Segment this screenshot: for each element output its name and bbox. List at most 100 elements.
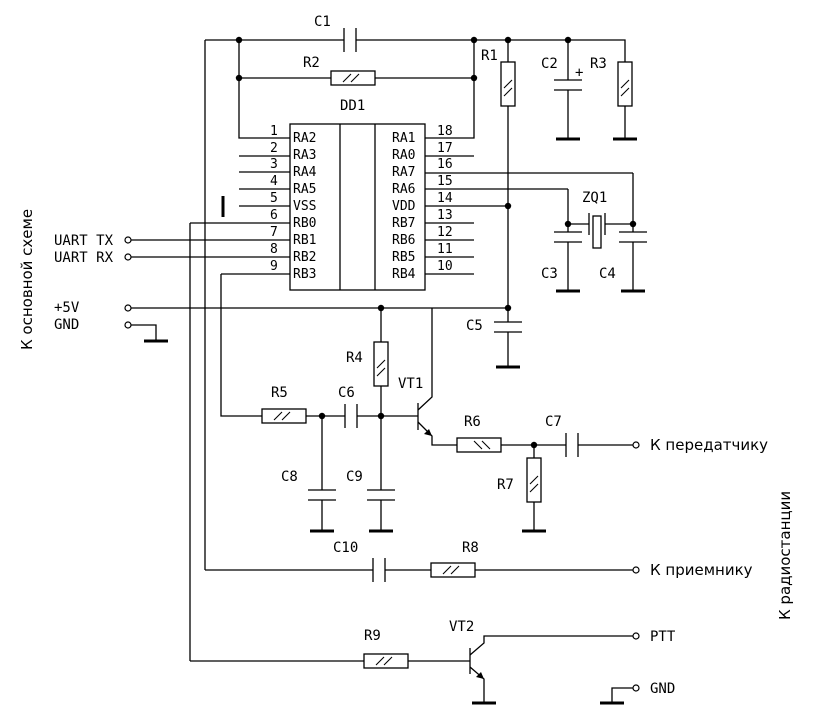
label-to-transmitter: К передатчику	[650, 436, 768, 454]
resistor-r6	[456, 437, 566, 453]
pin-2-name: RA3	[293, 148, 316, 163]
label-r7: R7	[497, 477, 514, 493]
pin-10-num: 10	[437, 259, 453, 274]
pin-10-name: RB4	[392, 267, 416, 282]
capacitor-c5	[494, 308, 522, 369]
terminal-uart-rx[interactable]	[124, 253, 132, 261]
receiver-path	[205, 558, 633, 582]
pin-3-name: RA4	[293, 165, 317, 180]
pin-4-name: RA5	[293, 182, 316, 197]
capacitor-c9	[367, 489, 395, 533]
pin-1-num: 1	[270, 124, 278, 139]
pin-14-num: 14	[437, 191, 453, 206]
terminal-receiver[interactable]	[632, 566, 640, 574]
label-dd1: DD1	[340, 98, 365, 114]
polarity-plus: +	[575, 65, 583, 81]
pin-14-name: VDD	[392, 199, 416, 214]
pin-18-num: 18	[437, 124, 453, 139]
pin-8-num: 8	[270, 242, 278, 257]
pin-12-num: 12	[437, 225, 453, 240]
label-vt1: VT1	[398, 376, 423, 392]
pin-6-name: RB0	[293, 216, 316, 231]
label-r3: R3	[590, 56, 607, 72]
chip-dd1	[289, 123, 426, 291]
label-c5: C5	[466, 318, 483, 334]
label-c4: C4	[599, 266, 616, 282]
resistor-r1	[500, 40, 516, 308]
resistor-r7	[522, 445, 546, 533]
label-gnd-right: GND	[650, 681, 675, 697]
pin-2-num: 2	[270, 141, 278, 156]
pin-4-num: 4	[270, 174, 278, 189]
label-uart-tx: UART TX	[54, 233, 114, 249]
pin-13-num: 13	[437, 208, 453, 223]
chip-right-pins: 18 17 16 15 14 13 12 11 10 RA1 RA0 RA7 R…	[392, 124, 633, 282]
pin-11-num: 11	[437, 242, 453, 257]
label-to-receiver: К приемнику	[650, 561, 753, 579]
label-r8: R8	[462, 540, 479, 556]
label-zq1: ZQ1	[582, 190, 607, 206]
label-c1: C1	[314, 14, 331, 30]
pin-6-num: 6	[270, 208, 278, 223]
label-c2: C2	[541, 56, 558, 72]
pin-7-name: RB1	[293, 233, 316, 248]
capacitor-c6	[344, 404, 381, 428]
side-label-main-circuit: К основной схеме	[18, 209, 36, 350]
pin-5-name: VSS	[293, 199, 316, 214]
label-ptt: PTT	[650, 629, 676, 645]
label-vt2: VT2	[449, 619, 474, 635]
pin-5-num: 5	[270, 191, 278, 206]
pin-16-name: RA7	[392, 165, 415, 180]
terminal-ptt[interactable]	[632, 632, 640, 640]
label-r2: R2	[303, 55, 320, 71]
terminal-transmitter[interactable]	[632, 441, 640, 449]
right-ground	[600, 687, 633, 705]
capacitor-c8	[308, 416, 336, 533]
pin-1-name: RA2	[293, 131, 316, 146]
label-c3: C3	[541, 266, 558, 282]
label-plus5v: +5V	[54, 300, 80, 316]
capacitor-c1	[343, 28, 357, 52]
label-r6: R6	[464, 414, 481, 430]
pin-9-num: 9	[270, 259, 278, 274]
resistor-r4	[373, 308, 389, 490]
crystal-network	[554, 173, 647, 293]
pin-7-num: 7	[270, 225, 278, 240]
chip-left-pins: 1 2 3 4 5 6 7 8 9 RA2 RA3 RA4 RA5 VSS RB…	[190, 124, 317, 282]
terminal-uart-tx[interactable]	[124, 236, 132, 244]
side-label-radio: К радиостанции	[776, 491, 794, 620]
terminal-gnd-left[interactable]	[124, 321, 132, 329]
label-r5: R5	[271, 385, 288, 401]
crystal-zq1	[588, 213, 606, 249]
transistor-vt2	[469, 635, 633, 705]
capacitor-c7	[565, 433, 633, 457]
resistor-r3	[613, 61, 637, 141]
terminal-plus5v[interactable]	[124, 304, 132, 312]
label-c7: C7	[545, 414, 562, 430]
top-network: C1 R2	[204, 14, 626, 570]
pin-15-num: 15	[437, 174, 453, 189]
pin-12-name: RB6	[392, 233, 415, 248]
label-c6: C6	[338, 385, 355, 401]
resistor-r5	[261, 408, 345, 424]
capacitor-c2	[554, 40, 582, 141]
resistor-r2	[330, 70, 376, 86]
transistor-vt1	[381, 308, 457, 446]
terminal-gnd-right[interactable]	[632, 684, 640, 692]
ptt-path	[189, 223, 470, 669]
pin-13-name: RB7	[392, 216, 415, 231]
label-r4: R4	[346, 350, 363, 366]
pin-8-name: RB2	[293, 250, 316, 265]
rb3-path	[220, 274, 262, 417]
pin-11-name: RB5	[392, 250, 415, 265]
pin-18-name: RA1	[392, 131, 415, 146]
pin-3-num: 3	[270, 157, 278, 172]
pin-16-num: 16	[437, 157, 453, 172]
pin-17-num: 17	[437, 141, 453, 156]
label-r1: R1	[481, 48, 498, 64]
pin-9-name: RB3	[293, 267, 316, 282]
pin-17-name: RA0	[392, 148, 415, 163]
left-connectors	[124, 236, 512, 343]
label-gnd-left: GND	[54, 317, 79, 333]
